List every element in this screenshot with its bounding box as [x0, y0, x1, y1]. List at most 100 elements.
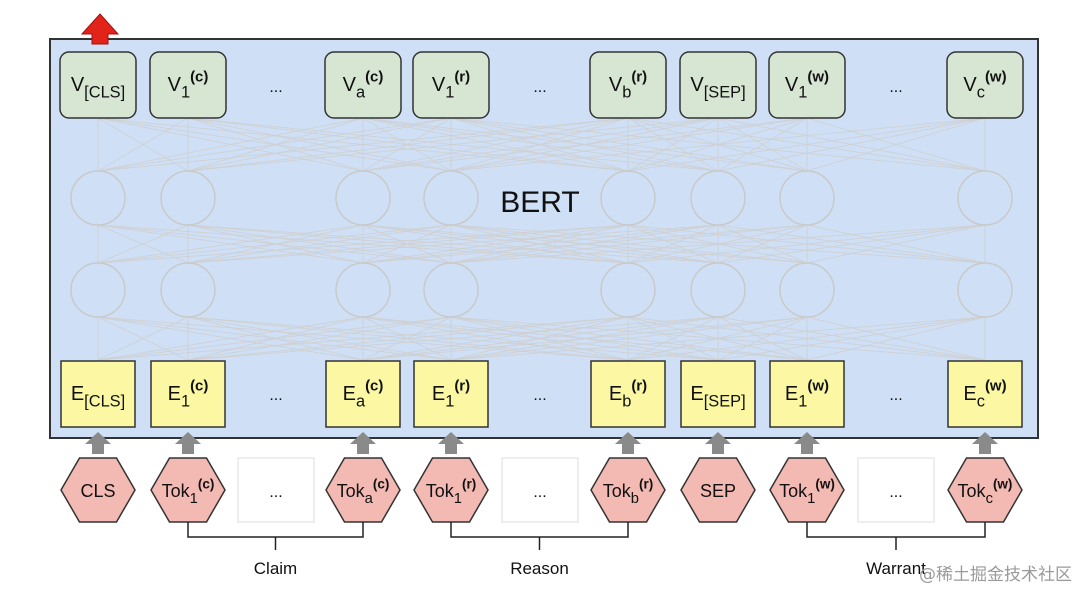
embedding-box	[680, 360, 756, 428]
network-edge	[806, 117, 986, 172]
network-edge	[187, 224, 452, 264]
network-edge	[627, 316, 719, 361]
token-hexagon	[150, 457, 226, 523]
up-arrow-icon	[85, 432, 111, 454]
network-edge	[450, 117, 808, 172]
up-arrow-icon	[705, 432, 731, 454]
token-hexagon	[680, 457, 756, 523]
embedding-label: E1(r)	[432, 377, 470, 410]
hidden-node	[160, 170, 216, 226]
output-vector-label: Va(c)	[343, 68, 384, 101]
output-arrow-icon	[80, 13, 120, 45]
output-vector-box	[412, 51, 490, 119]
network-edge	[450, 224, 986, 264]
segment-bracket	[187, 522, 364, 538]
token-hexagon	[413, 457, 489, 523]
hidden-node	[423, 170, 479, 226]
network-edge	[362, 224, 629, 264]
network-edge	[187, 316, 719, 361]
output-vector-box	[149, 51, 227, 119]
network-edge	[627, 224, 719, 264]
network-edge	[97, 316, 629, 361]
token-label: Toka(c)	[337, 476, 390, 506]
up-arrow-icon	[972, 432, 998, 454]
hidden-node	[957, 262, 1013, 318]
hidden-node	[779, 262, 835, 318]
network-edge	[717, 117, 986, 172]
embedding-box	[325, 360, 401, 428]
token-ellipsis: ...	[889, 484, 902, 501]
up-arrow-icon	[615, 432, 641, 454]
up-arrow-icon	[175, 432, 201, 454]
token-ellipsis: ...	[533, 484, 546, 501]
hidden-node	[335, 262, 391, 318]
network-edge	[187, 117, 452, 172]
network-edge	[806, 316, 986, 361]
output-vector-label: V1(w)	[785, 68, 829, 101]
embedding-label: Ea(c)	[343, 377, 384, 410]
hidden-node	[70, 170, 126, 226]
network-edge	[97, 316, 189, 361]
output-vector-box	[324, 51, 402, 119]
network-edge	[450, 316, 808, 361]
embedding-box	[947, 360, 1023, 428]
output-vector-box	[59, 51, 137, 119]
network-edge	[450, 316, 986, 361]
hidden-node	[423, 262, 479, 318]
output-vector-label: V1(c)	[168, 68, 209, 101]
network-edge	[362, 316, 629, 361]
segment-label: Warrant	[866, 559, 926, 578]
hidden-node	[690, 262, 746, 318]
network-edge	[97, 117, 629, 172]
network-edge	[806, 224, 986, 264]
token-hexagon	[590, 457, 666, 523]
output-ellipsis: ...	[533, 79, 546, 96]
network-edge	[187, 117, 629, 172]
segment-label: Claim	[254, 559, 297, 578]
embedding-ellipsis: ...	[269, 387, 282, 404]
embedding-box	[150, 360, 226, 428]
output-vector-box	[768, 51, 846, 119]
network-edge	[362, 117, 808, 172]
network-edge	[362, 224, 808, 264]
network-edge	[627, 316, 986, 361]
network-edge	[187, 117, 719, 172]
network-edge	[362, 224, 719, 264]
embedding-label: Ec(w)	[963, 377, 1006, 410]
output-ellipsis: ...	[269, 79, 282, 96]
network-edge	[97, 224, 364, 264]
network-edge	[97, 224, 189, 264]
token-label: CLS	[80, 481, 115, 501]
network-edge	[187, 224, 629, 264]
up-arrow-icon	[794, 432, 820, 454]
segment-label: Reason	[510, 559, 569, 578]
hidden-node	[600, 262, 656, 318]
hidden-node	[335, 170, 391, 226]
network-edge	[627, 117, 986, 172]
output-vector-box	[946, 51, 1024, 119]
network-edge	[362, 316, 808, 361]
token-label: Tok1(c)	[162, 476, 215, 506]
segment-bracket	[450, 522, 629, 538]
network-edge	[97, 316, 364, 361]
output-vector-box	[679, 51, 757, 119]
embedding-box	[413, 360, 489, 428]
up-arrow-icon	[350, 432, 376, 454]
watermark-text: @稀土掘金技术社区	[919, 565, 1072, 585]
output-vector-box	[589, 51, 667, 119]
network-edge	[97, 224, 452, 264]
embedding-box	[769, 360, 845, 428]
hidden-node	[957, 170, 1013, 226]
network-edge	[362, 316, 719, 361]
network-edge	[717, 316, 808, 361]
hidden-node	[600, 170, 656, 226]
network-edge	[362, 117, 719, 172]
output-vector-label: V[SEP]	[690, 74, 745, 101]
token-placeholder-box	[857, 457, 935, 523]
token-label: Tok1(w)	[779, 476, 835, 506]
hidden-node	[690, 170, 746, 226]
embedding-box	[60, 360, 136, 428]
embedding-ellipsis: ...	[889, 387, 902, 404]
